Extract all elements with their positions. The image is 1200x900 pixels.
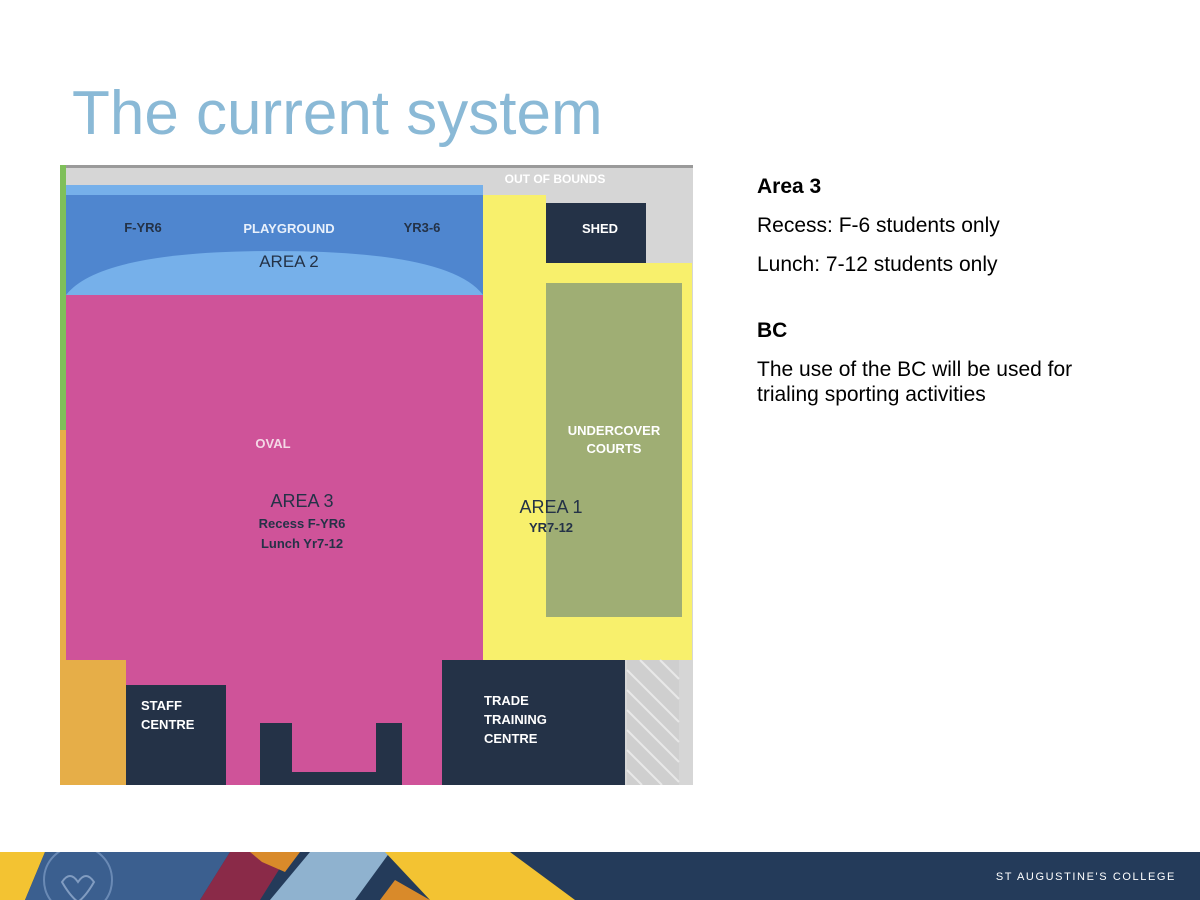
left-green-strip [60,165,66,430]
footer-crest-icon [43,852,113,900]
hatch-lines [626,659,680,785]
bottom-structure-base [260,772,402,785]
area3-label: AREA 3 [270,491,333,511]
area2-label: AREA 2 [259,252,319,271]
out-of-bounds-label: OUT OF BOUNDS [505,172,606,186]
undercover-label-line1: UNDERCOVER [568,423,661,438]
bc-heading: BC [757,319,788,342]
footer-banner [0,852,1200,900]
bc-description-line1: The use of the BC will be used for [757,358,1073,381]
trade-label-line3: CENTRE [484,731,538,746]
shed-building [546,203,646,263]
area3-lunch-label: Lunch Yr7-12 [261,536,343,551]
trade-label-line1: TRADE [484,693,529,708]
footer-heart-icon [60,875,96,900]
recess-rule: Recess: F-6 students only [757,214,1000,237]
area1-label: AREA 1 [519,497,582,517]
info-panel: Area 3 Recess: F-6 students only Lunch: … [757,174,1157,407]
bottom-left-zone [60,660,126,785]
area3-recess-label: Recess F-YR6 [259,516,346,531]
shed-label: SHED [582,221,618,236]
area1-years-label: YR7-12 [529,520,573,535]
footer-orange-shape [250,852,300,872]
trade-training-building [442,660,625,785]
yr3-6-label: YR3-6 [404,220,441,235]
lunch-rule: Lunch: 7-12 students only [757,253,998,276]
footer-yellow-shape-right [385,852,575,900]
hatched-strip [627,660,679,785]
spacer [757,291,1157,318]
staff-centre-label-line2: CENTRE [141,717,195,732]
playground-label: PLAYGROUND [243,221,334,236]
undercover-courts [546,283,682,617]
playground-top-band [66,185,483,195]
footer-yellow-shape-left [0,852,45,900]
area3-heading: Area 3 [757,175,822,198]
oval-label: OVAL [255,436,290,451]
left-orange-strip [60,430,66,785]
undercover-label-line2: COURTS [587,441,642,456]
map-top-border [60,165,693,168]
college-name: ST AUGUSTINE'S COLLEGE [995,871,1176,883]
staff-centre-label-line1: STAFF [141,698,182,713]
footer-orange-shape-2 [380,880,430,900]
school-map: OUT OF BOUNDS F-YR6 PLAYGROUND YR3-6 ARE… [60,165,693,785]
trade-label-line2: TRAINING [484,712,547,727]
f-yr6-label: F-YR6 [124,220,162,235]
footer-lightblue-shape [270,852,390,900]
bc-description-line2: trialing sporting activities [757,383,986,406]
staff-centre-building [126,685,226,785]
slide-title: The current system [72,79,603,148]
area2-arc [66,251,483,295]
footer-blue-shape [25,852,230,900]
